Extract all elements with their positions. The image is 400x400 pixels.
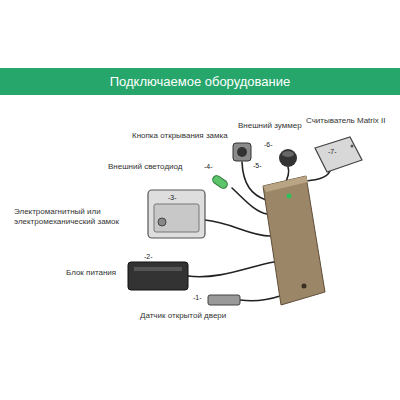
led-wire [232,188,267,214]
callout-number: -3- [168,193,177,203]
lock-wire [205,220,270,236]
power-supply-detail [134,267,182,271]
callout-number: -5- [253,161,262,171]
device-node: Внешний светодиод -4- [108,162,213,172]
device-node: Блок питания -2- [66,252,153,278]
button-key [237,147,247,157]
controller-led [287,194,292,199]
buzzer-symbol [279,149,297,167]
callout-number: -6- [264,140,273,150]
lock-cylinder [158,218,166,226]
title-text: Подключаемое оборудование [0,68,400,95]
device-label: Внешний светодиод [108,162,182,172]
button-symbol [233,143,251,161]
callout-number: -4- [204,162,213,172]
device-node: Считыватель Matrix II -7- [306,116,386,157]
device-node: Внешний зуммер -6- [238,121,302,150]
lock-symbol [148,190,205,238]
button-wire [242,162,266,200]
device-label: Кнопка открывания замка [132,131,228,141]
lock-panel [154,204,199,232]
device-node: Датчик открытой двери -1- [140,293,227,321]
reader-symbol [315,137,362,172]
sensor-wire [240,296,280,301]
callout-number: -2- [144,252,153,262]
title-band [0,68,400,95]
power-wire [188,262,274,277]
device-label: Внешний зуммер [238,121,302,131]
device-label: Датчик открытой двери [140,311,226,321]
reader-screw [351,145,354,148]
power-supply-symbol [128,262,188,290]
device-label: Считыватель Matrix II [306,116,385,126]
callout-number: -7- [328,147,337,157]
device-label: Электромагнитный или электромеханический… [14,207,144,227]
led-symbol [211,174,229,190]
device-label: Блок питания [66,268,116,278]
door-sensor-symbol [208,295,240,305]
controller-body [263,176,325,305]
callout-number: -1- [193,293,202,303]
controller-hole [302,284,307,289]
buzzer-top [282,151,294,157]
device-node: Электромагнитный или электромеханический… [14,193,177,227]
controller-top [263,176,308,192]
